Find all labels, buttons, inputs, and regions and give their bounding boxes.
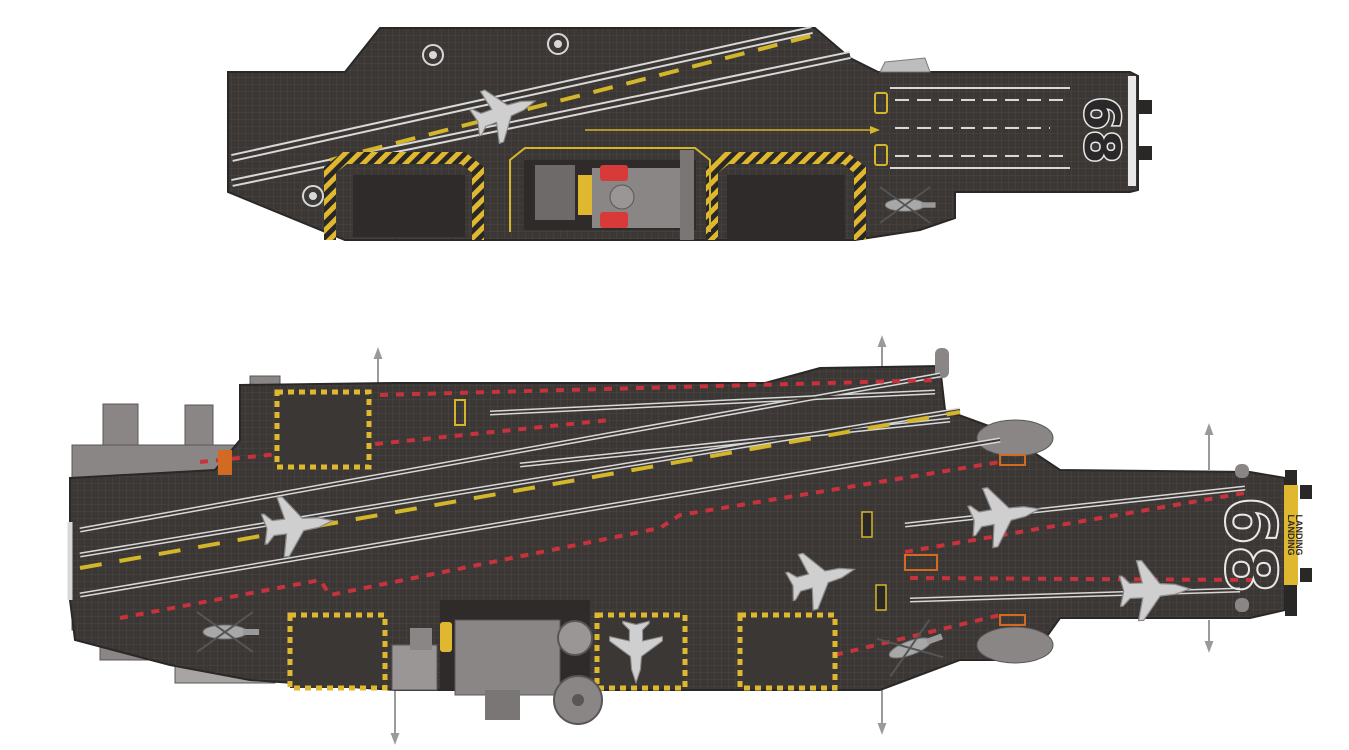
landing-label-right: LANDING [1294, 515, 1304, 556]
foul-lines [119, 378, 1256, 657]
top-carrier-view: 68 [227, 26, 1152, 241]
island-machinery [391, 600, 603, 725]
top-elevators [324, 152, 866, 240]
landing-label-left: LANDING [1286, 515, 1296, 556]
bottom-carrier-view: LANDING LANDING 68 [67, 335, 1312, 745]
top-landing-lines [890, 87, 1070, 169]
bottom-elevators [274, 389, 838, 691]
deck-markers [302, 33, 569, 207]
masts [373, 335, 1214, 745]
top-hull-number: 68 [1073, 97, 1129, 164]
bottom-hull-number: 68 [1209, 496, 1291, 593]
